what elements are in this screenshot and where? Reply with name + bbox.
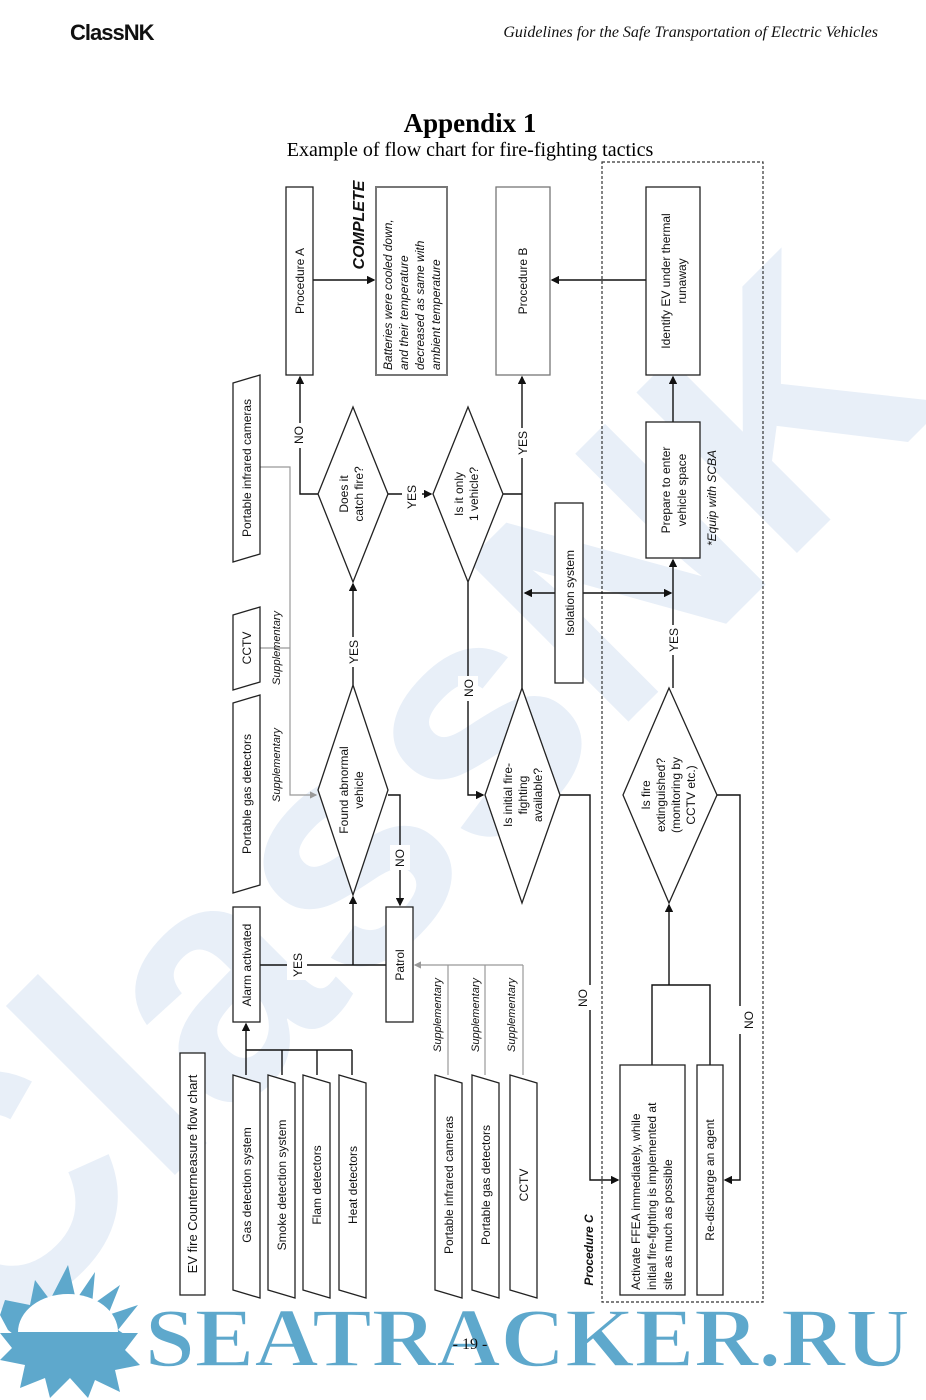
procedure-a-box [285, 186, 314, 376]
patrol-aid-infrared: Portable infrared cameras [442, 1116, 456, 1254]
only-one-vehicle-label: Is it only1 vehicle? [452, 467, 481, 521]
seatracker-text: SEATRACKER.RU [145, 1292, 910, 1385]
supplementary-label: Supplementary [271, 610, 283, 685]
procedure-b-label: Procedure B [516, 248, 530, 315]
classnk-logo: ClassNK [70, 20, 154, 45]
no-label: NO [462, 679, 476, 697]
procedure-a-label: Procedure A [293, 248, 307, 314]
top-aid-cctv: CCTV [240, 632, 254, 665]
supplementary-label: Supplementary [271, 727, 283, 802]
prepare-enter-box [645, 421, 701, 559]
catch-fire-label: Does itcatch fire? [337, 466, 366, 522]
procedure-c-label: Procedure C [582, 1214, 596, 1286]
found-abnormal-diamond [317, 682, 389, 898]
procedure-b-box [495, 186, 551, 376]
branch-labels: YES NO YES NO YES YES NO NO YES NO [287, 423, 757, 1034]
supplementary-label: Supplementary [432, 977, 444, 1052]
catch-fire-diamond [317, 405, 389, 584]
complete-text: Batteries were cooled down,and their tem… [381, 219, 443, 370]
supplementary-label: Supplementary [470, 977, 482, 1052]
patrol-box [385, 906, 414, 1023]
appendix-subtitle: Example of flow chart for fire-fighting … [286, 139, 654, 161]
top-aid-infrared: Portable infrared cameras [240, 399, 254, 537]
detector-heat: Heat detectors [346, 1146, 360, 1224]
alarm-activated-label: Alarm activated [240, 924, 254, 1007]
identify-ev-box [645, 186, 701, 376]
redischarge-label: Re-discharge an agent [703, 1119, 717, 1241]
patrol-aid-cctv: CCTV [517, 1169, 531, 1202]
yes-label: YES [405, 485, 419, 509]
yes-label: YES [516, 431, 530, 455]
patrol-aid-gas: Portable gas detectors [479, 1125, 493, 1245]
detector-list: Gas detection system Smoke detection sys… [232, 1074, 367, 1299]
detector-smoke: Smoke detection system [275, 1120, 289, 1251]
fire-extinguished-diamond [622, 686, 718, 905]
isolation-system-label: Isolation system [563, 550, 577, 636]
fire-extinguished-label: Is fireextinguished?(monitoring byCCTV e… [639, 757, 698, 833]
no-label: NO [742, 1011, 756, 1029]
detector-gas: Gas detection system [240, 1127, 254, 1242]
only-one-vehicle-diamond [432, 405, 504, 584]
supplementary-label: Supplementary [506, 977, 518, 1052]
complete-box [375, 186, 448, 376]
activate-ffea-box [619, 1064, 686, 1296]
document-title: Guidelines for the Safe Transportation o… [503, 24, 878, 41]
scba-note: *Equip with SCBA [705, 450, 719, 546]
flow-chart-title-box [179, 1052, 206, 1296]
initial-firefighting-label: Is initial fire-fightingavailable? [501, 763, 545, 827]
top-aid-gas: Portable gas detectors [240, 734, 254, 854]
yes-label: YES [347, 640, 361, 664]
redischarge-box [696, 1064, 724, 1296]
top-aids: Portable gas detectors CCTV Portable inf… [232, 374, 283, 894]
flow-chart-title: EV fire Countermeasure flow chart [185, 1074, 200, 1273]
no-label: NO [576, 989, 590, 1007]
procedure-c-region [601, 161, 764, 1303]
complete-label: COMPLETE [351, 179, 368, 269]
found-abnormal-label: Found abnormalvehicle [337, 746, 366, 833]
initial-firefighting-diamond [484, 686, 561, 905]
patrol-aids: Portable infrared cameras Portable gas d… [432, 977, 538, 1299]
appendix-title: Appendix 1 [403, 108, 537, 138]
no-label: NO [393, 849, 407, 867]
page-number: - 19 - [452, 1336, 488, 1353]
yes-label: YES [291, 953, 305, 977]
detector-flam: Flam detectors [310, 1145, 324, 1224]
yes-label: YES [667, 628, 681, 652]
sun-logo-icon [0, 1265, 140, 1398]
no-label: NO [292, 426, 306, 444]
alarm-activated-box [232, 906, 261, 1023]
isolation-system-box [554, 502, 584, 684]
patrol-label: Patrol [393, 949, 407, 980]
